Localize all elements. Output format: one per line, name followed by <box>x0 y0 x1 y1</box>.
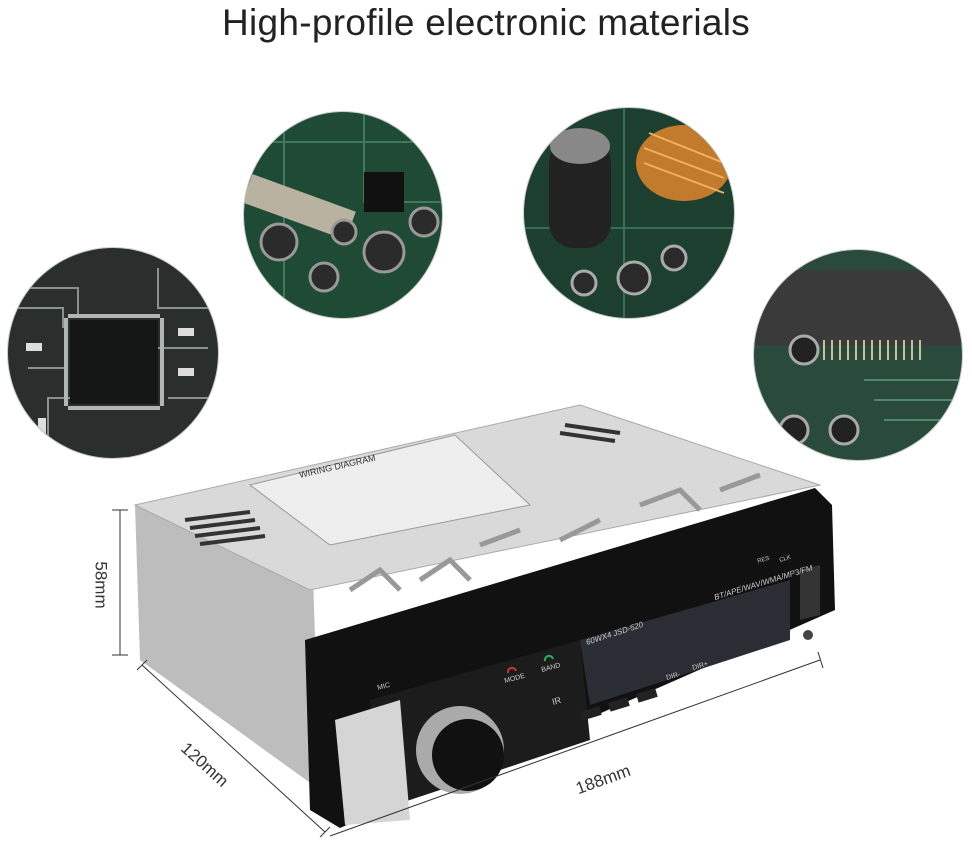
res-button[interactable]: RES <box>757 556 771 565</box>
height-dimension-label: 58mm <box>91 561 111 609</box>
preset-buttons[interactable] <box>579 688 658 721</box>
band-icon <box>543 654 554 662</box>
mic-label: MIC <box>377 682 391 692</box>
clk-button[interactable]: CLK <box>779 555 792 564</box>
wiring-diagram-label <box>248 434 532 546</box>
ir-sensor-label: IR <box>551 695 563 707</box>
pcb-photo-connector <box>754 250 962 460</box>
page-title: High-profile electronic materials <box>221 2 751 43</box>
pcb-photo-coil <box>524 108 734 318</box>
mode-icon <box>506 666 517 674</box>
vent-slots <box>184 423 621 546</box>
silver-trim <box>335 700 410 825</box>
lcd-display[interactable] <box>580 580 790 705</box>
aux-jack[interactable] <box>803 630 813 640</box>
pcb-photo-chip <box>8 248 218 458</box>
dimension-lines <box>112 509 824 838</box>
pcb-photo-capacitors <box>244 112 442 318</box>
usb-slot[interactable] <box>800 565 820 620</box>
volume-knob[interactable] <box>432 719 504 791</box>
dir-minus-button[interactable]: DIR- <box>666 671 682 682</box>
embossed-arrows <box>348 472 761 593</box>
dir-plus-button[interactable]: DIR+ <box>692 660 709 671</box>
band-button[interactable]: BAND <box>541 662 562 674</box>
